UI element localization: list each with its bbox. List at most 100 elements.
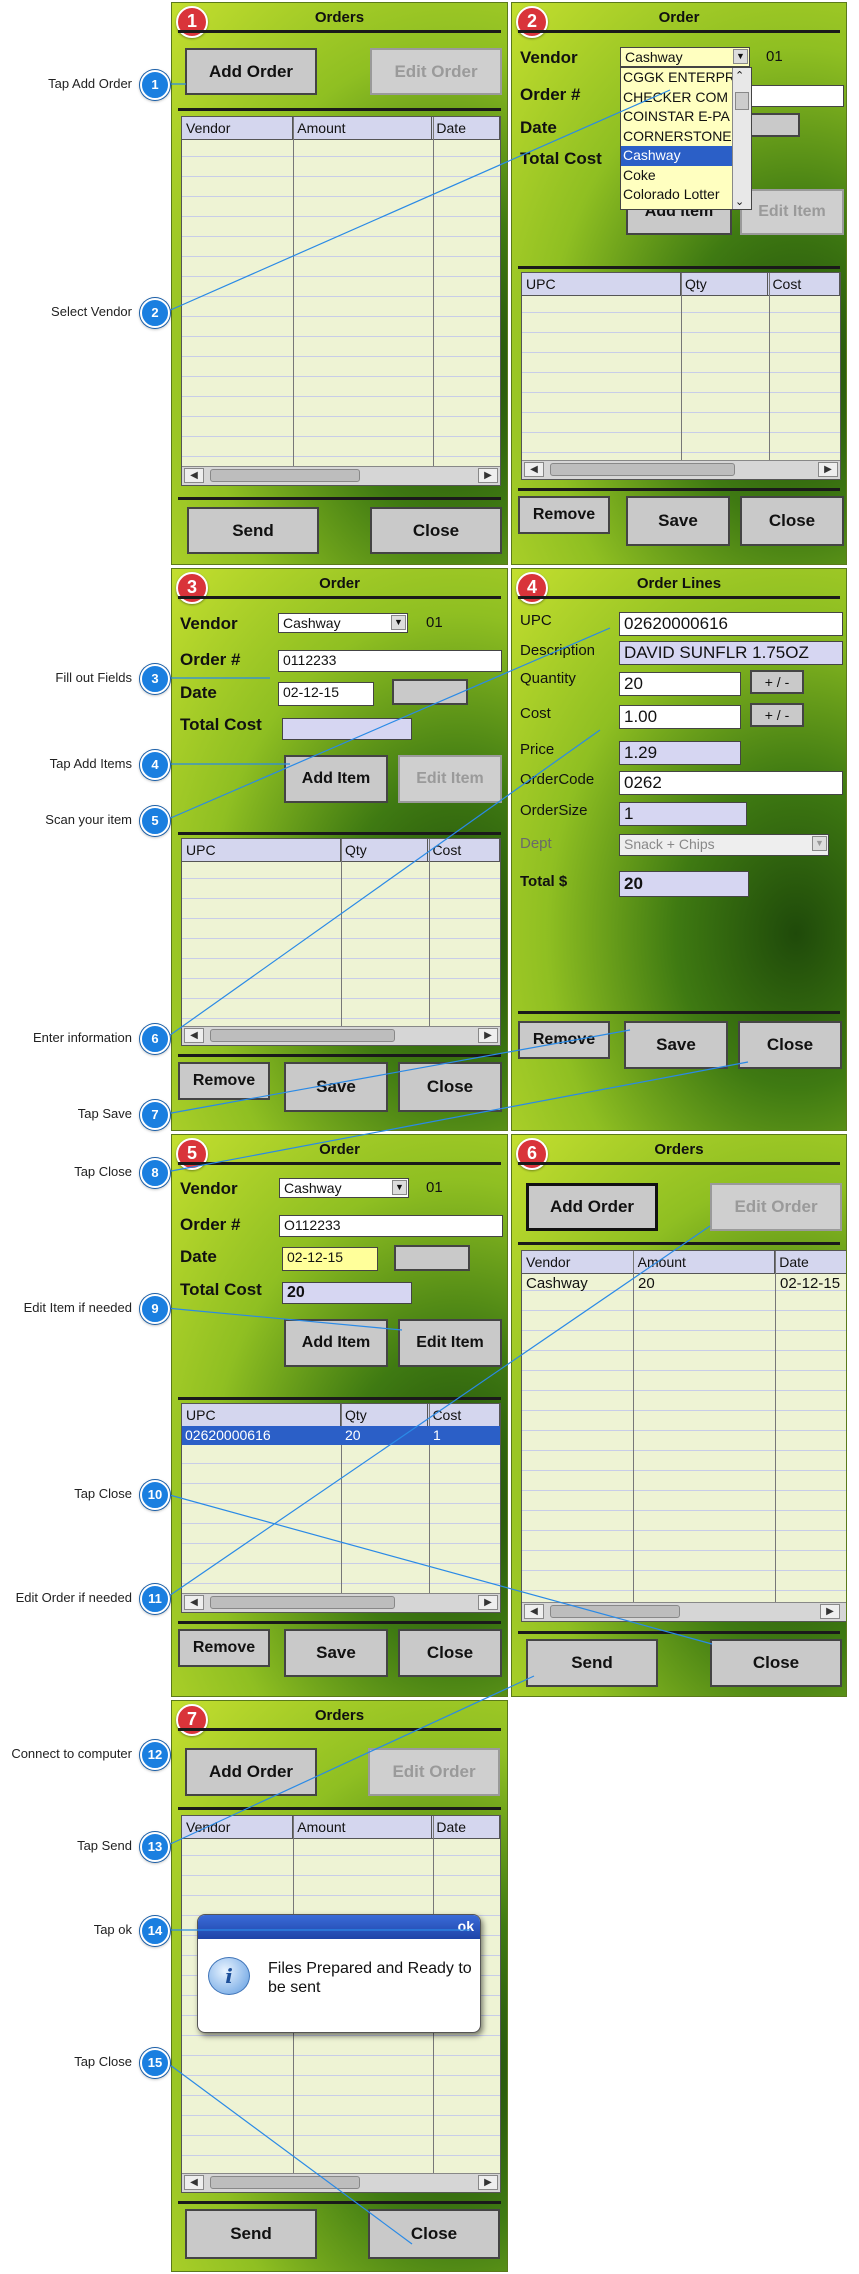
save-button[interactable]: Save: [284, 1629, 388, 1677]
column-amount[interactable]: Amount: [293, 117, 433, 139]
scroll-left-icon[interactable]: ◀: [524, 462, 544, 477]
column-date[interactable]: Date: [432, 1816, 500, 1838]
scroll-right-icon[interactable]: ▶: [478, 1028, 498, 1043]
scroll-thumb[interactable]: [210, 469, 360, 482]
close-button[interactable]: Close: [370, 507, 502, 554]
quantity-field[interactable]: 20: [619, 672, 741, 696]
scroll-left-icon[interactable]: ◀: [184, 1028, 204, 1043]
close-button[interactable]: Close: [740, 496, 844, 546]
ok-button[interactable]: ok: [457, 1918, 474, 1934]
column-vendor[interactable]: Vendor: [522, 1251, 634, 1273]
column-vendor[interactable]: Vendor: [182, 1816, 294, 1838]
close-button[interactable]: Close: [368, 2209, 500, 2259]
edit-order-button[interactable]: Edit Order: [370, 48, 502, 95]
order-lines-list[interactable]: UPC Qty Cost 02620000616 20 1 ◀ ▶: [181, 1403, 501, 1613]
scroll-thumb[interactable]: [550, 1605, 680, 1618]
date-field[interactable]: 02-12-15: [282, 1247, 378, 1271]
vendor-select[interactable]: Cashway ▼: [279, 1178, 409, 1198]
orders-list[interactable]: Vendor Amount Date Cashway 20 02-12-15 ◀…: [521, 1250, 846, 1622]
remove-button[interactable]: Remove: [518, 496, 610, 534]
order-number-field[interactable]: O112233: [279, 1215, 503, 1237]
column-cost[interactable]: Cost: [428, 839, 500, 861]
order-lines-list[interactable]: UPC Qty Cost ◀ ▶: [181, 838, 501, 1046]
scroll-thumb[interactable]: [210, 1029, 395, 1042]
orders-list[interactable]: Vendor Amount Date ◀ ▶: [181, 116, 501, 486]
send-button[interactable]: Send: [185, 2209, 317, 2259]
close-button[interactable]: Close: [398, 1062, 502, 1112]
chevron-down-icon[interactable]: ⌄: [735, 196, 745, 208]
horizontal-scrollbar[interactable]: ◀ ▶: [182, 1026, 500, 1045]
scroll-thumb[interactable]: [550, 463, 735, 476]
edit-item-button[interactable]: Edit Item: [398, 1319, 502, 1367]
remove-button[interactable]: Remove: [518, 1021, 610, 1059]
horizontal-scrollbar[interactable]: ◀ ▶: [182, 2173, 500, 2192]
scroll-thumb[interactable]: [210, 2176, 360, 2189]
column-qty[interactable]: Qty: [341, 839, 429, 861]
column-cost[interactable]: Cost: [768, 273, 840, 295]
order-number-field[interactable]: 0112233: [278, 650, 502, 672]
edit-item-button[interactable]: Edit Item: [398, 755, 502, 803]
scroll-right-icon[interactable]: ▶: [820, 1604, 840, 1619]
quantity-stepper-button[interactable]: + / -: [750, 670, 804, 694]
chevron-up-icon[interactable]: ⌃: [735, 70, 745, 82]
scroll-left-icon[interactable]: ◀: [184, 468, 204, 483]
chevron-down-icon[interactable]: ▼: [392, 1180, 407, 1195]
column-cost[interactable]: Cost: [428, 1404, 500, 1426]
edit-item-button[interactable]: Edit Item: [740, 189, 844, 235]
cost-stepper-button[interactable]: + / -: [750, 703, 804, 727]
horizontal-scrollbar[interactable]: ◀ ▶: [182, 1593, 500, 1612]
chevron-down-icon[interactable]: ▼: [733, 49, 748, 64]
save-button[interactable]: Save: [624, 1021, 728, 1069]
horizontal-scrollbar[interactable]: ◀ ▶: [182, 466, 500, 485]
send-button[interactable]: Send: [526, 1639, 658, 1687]
close-button[interactable]: Close: [398, 1629, 502, 1677]
vendor-option[interactable]: CGGK ENTERPR: [623, 69, 736, 85]
horizontal-scrollbar[interactable]: ◀ ▶: [522, 1602, 846, 1621]
order-lines-list[interactable]: UPC Qty Cost ◀ ▶: [521, 272, 841, 480]
column-upc[interactable]: UPC: [522, 273, 681, 295]
column-date[interactable]: Date: [779, 1254, 809, 1270]
remove-button[interactable]: Remove: [178, 1629, 270, 1667]
add-order-button[interactable]: Add Order: [526, 1183, 658, 1231]
scroll-left-icon[interactable]: ◀: [184, 1595, 204, 1610]
scroll-left-icon[interactable]: ◀: [184, 2175, 204, 2190]
scroll-thumb[interactable]: [735, 92, 749, 110]
chevron-down-icon[interactable]: ▼: [812, 836, 827, 851]
scroll-right-icon[interactable]: ▶: [478, 468, 498, 483]
scroll-right-icon[interactable]: ▶: [478, 1595, 498, 1610]
column-amount[interactable]: Amount: [293, 1816, 433, 1838]
row-vendor[interactable]: Cashway: [526, 1275, 588, 1292]
dept-select[interactable]: Snack + Chips ▼: [619, 834, 829, 856]
save-button[interactable]: Save: [284, 1062, 388, 1112]
column-qty[interactable]: Qty: [341, 1404, 429, 1426]
remove-button[interactable]: Remove: [178, 1062, 270, 1100]
dropdown-scrollbar[interactable]: ⌃ ⌄: [732, 68, 751, 209]
cost-field[interactable]: 1.00: [619, 705, 741, 729]
scroll-left-icon[interactable]: ◀: [524, 1604, 544, 1619]
add-item-button[interactable]: Add Item: [284, 755, 388, 803]
add-order-button[interactable]: Add Order: [185, 1748, 317, 1796]
vendor-dropdown-list[interactable]: CGGK ENTERPR CHECKER COM COINSTAR E-PA C…: [620, 67, 752, 210]
scroll-right-icon[interactable]: ▶: [478, 2175, 498, 2190]
column-amount[interactable]: Amount: [634, 1251, 776, 1273]
column-date[interactable]: Date: [432, 117, 500, 139]
column-qty[interactable]: Qty: [681, 273, 769, 295]
column-upc[interactable]: UPC: [182, 839, 341, 861]
add-item-button[interactable]: Add Item: [284, 1319, 388, 1367]
date-picker-button[interactable]: [392, 679, 468, 705]
vendor-select[interactable]: Cashway ▼: [620, 47, 750, 67]
scroll-thumb[interactable]: [210, 1596, 395, 1609]
add-order-button[interactable]: Add Order: [185, 48, 317, 95]
close-button[interactable]: Close: [710, 1639, 842, 1687]
date-field[interactable]: 02-12-15: [278, 682, 374, 706]
edit-order-button[interactable]: Edit Order: [368, 1748, 500, 1796]
date-picker-button[interactable]: [394, 1245, 470, 1271]
chevron-down-icon[interactable]: ▼: [391, 615, 406, 630]
row-date[interactable]: 02-12-15: [780, 1275, 841, 1292]
ordercode-field[interactable]: 0262: [619, 771, 843, 795]
column-upc[interactable]: UPC: [182, 1404, 341, 1426]
save-button[interactable]: Save: [626, 496, 730, 546]
close-button[interactable]: Close: [738, 1021, 842, 1069]
row-amount[interactable]: 20: [638, 1275, 655, 1292]
edit-order-button[interactable]: Edit Order: [710, 1183, 842, 1231]
